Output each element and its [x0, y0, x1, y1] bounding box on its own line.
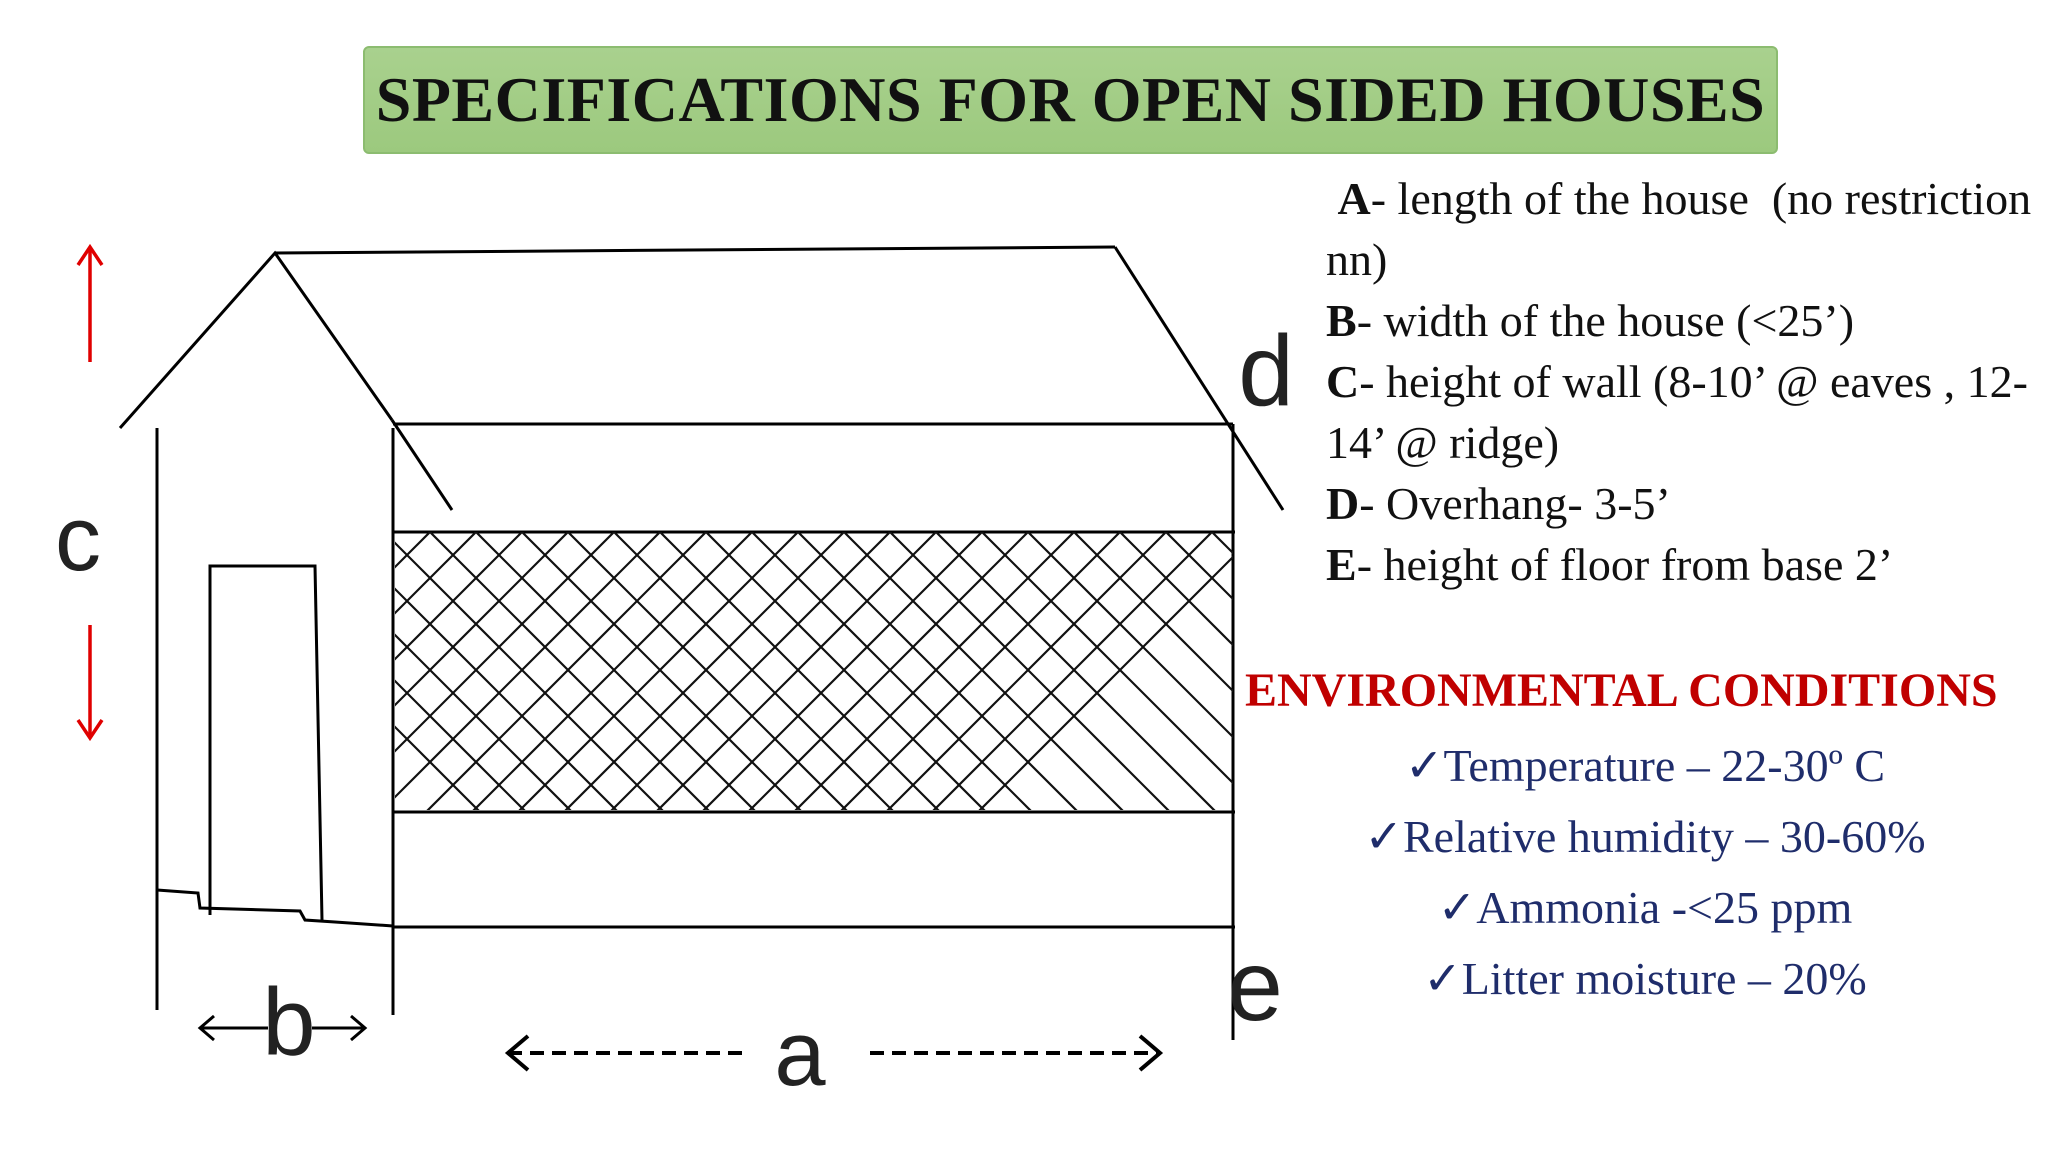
eave-slope-line: [390, 419, 454, 511]
environment-title: ENVIRONMENTAL CONDITIONS: [1245, 664, 1998, 717]
label-b: b: [262, 969, 315, 1076]
spec-key: C: [1326, 356, 1360, 407]
spec-list: A- length of the house (no restriction n…: [1326, 168, 2046, 595]
env-item-litter: ✓Litter moisture – 20%: [1245, 943, 2045, 1014]
c-arrows: [76, 243, 104, 742]
env-item-text: Temperature – 22-30º C: [1443, 740, 1886, 791]
spec-key: D: [1326, 478, 1360, 529]
title-banner: SPECIFICATIONS FOR OPEN SIDED HOUSES: [363, 46, 1778, 154]
spec-item-e: E- height of floor from base 2’: [1326, 534, 2046, 595]
house-diagram: c b a d e: [55, 243, 1294, 1105]
env-item-humidity: ✓Relative humidity – 30-60%: [1245, 801, 2045, 872]
roof-ridge-line: [274, 245, 1116, 255]
label-c: c: [55, 488, 101, 590]
a-arrows: [504, 1034, 1164, 1072]
check-icon: ✓: [1364, 811, 1403, 862]
label-a: a: [774, 1003, 826, 1105]
label-e: e: [1227, 930, 1283, 1042]
page-title: SPECIFICATIONS FOR OPEN SIDED HOUSES: [375, 64, 1766, 135]
spec-item-c: C- height of wall (8-10’ @ eaves , 12-14…: [1326, 351, 2046, 473]
gable-roof-line: [118, 250, 394, 429]
spec-text: - height of floor from base 2’: [1356, 539, 1894, 590]
check-icon: ✓: [1437, 882, 1477, 933]
spec-item-d: D- Overhang- 3-5’: [1326, 473, 2046, 534]
env-item-temperature: ✓Temperature – 22-30º C: [1245, 730, 2045, 801]
b-arrows: [197, 1014, 368, 1042]
env-item-text: Relative humidity – 30-60%: [1403, 811, 1926, 862]
spec-key: E: [1326, 539, 1357, 590]
roof-overhang-line: [1113, 246, 1285, 511]
spec-text: - height of wall (8-10’ @ eaves , 12-14’…: [1326, 356, 2028, 468]
spec-key: A: [1337, 173, 1371, 224]
env-item-ammonia: ✓Ammonia -<25 ppm: [1245, 872, 2045, 943]
spec-item-b: B- width of the house (<25’): [1326, 290, 2046, 351]
spec-key: B: [1326, 295, 1357, 346]
spec-text: - Overhang- 3-5’: [1359, 478, 1671, 529]
spec-item-a: A- length of the house (no restriction n…: [1326, 168, 2046, 290]
env-item-text: Ammonia -<25 ppm: [1476, 882, 1853, 933]
check-icon: ✓: [1404, 740, 1444, 791]
base-step-line: [156, 888, 394, 928]
door-outline: [208, 564, 324, 921]
environment-list: ✓Temperature – 22-30º C ✓Relative humidi…: [1245, 730, 2045, 1014]
wire-mesh: [395, 532, 1233, 810]
spec-text: - length of the house (no restriction nn…: [1326, 173, 2043, 285]
label-d: d: [1238, 315, 1294, 427]
env-item-text: Litter moisture – 20%: [1461, 953, 1867, 1004]
spec-text: - width of the house (<25’): [1356, 295, 1855, 346]
check-icon: ✓: [1423, 953, 1462, 1004]
